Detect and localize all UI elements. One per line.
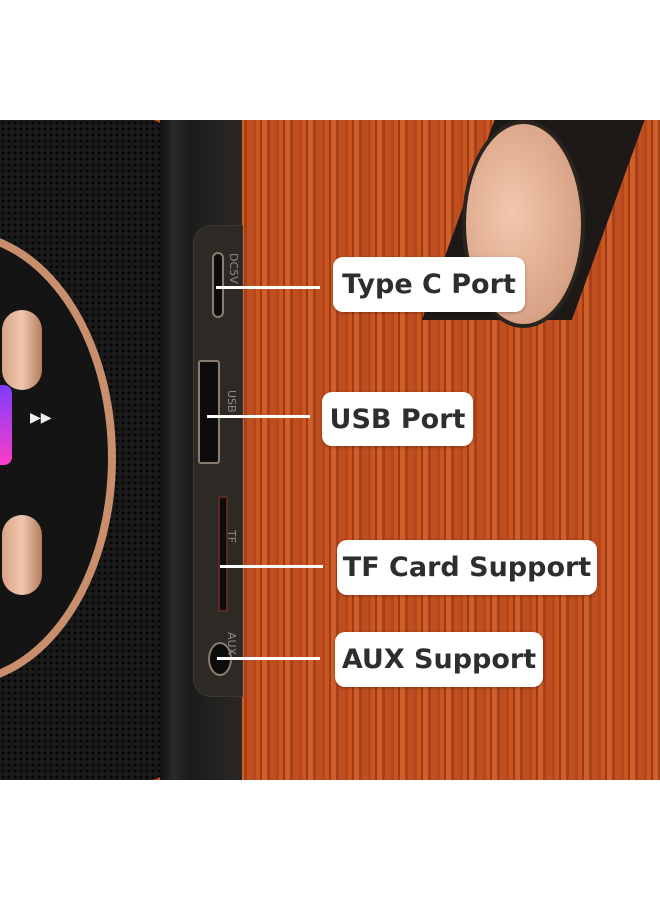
volume-up-button: [2, 310, 42, 390]
play-pause-icon: ▶▶: [30, 410, 52, 426]
type-c-port-label: Type C Port: [333, 257, 525, 312]
volume-down-button: [2, 515, 42, 595]
dc-marking: DC5V: [227, 253, 240, 284]
usb-marking: USB: [225, 390, 238, 413]
type-c-port: [212, 252, 224, 318]
usb-port: [198, 360, 220, 464]
aux-support-label: AUX Support: [335, 632, 543, 687]
aux-pointer-line: [217, 657, 320, 660]
tf-card-label: TF Card Support: [337, 540, 597, 595]
tf-pointer-line: [220, 565, 323, 568]
usb-pointer-line: [207, 415, 310, 418]
tf-card-slot: [218, 496, 228, 612]
aux-marking: AUX: [225, 632, 238, 656]
rgb-light: [0, 385, 12, 465]
product-photo: ▶▶ DC5V USB TF AUX: [0, 120, 660, 780]
type-c-pointer-line: [216, 286, 320, 289]
tf-marking: TF: [225, 530, 238, 544]
usb-port-label: USB Port: [322, 392, 473, 446]
